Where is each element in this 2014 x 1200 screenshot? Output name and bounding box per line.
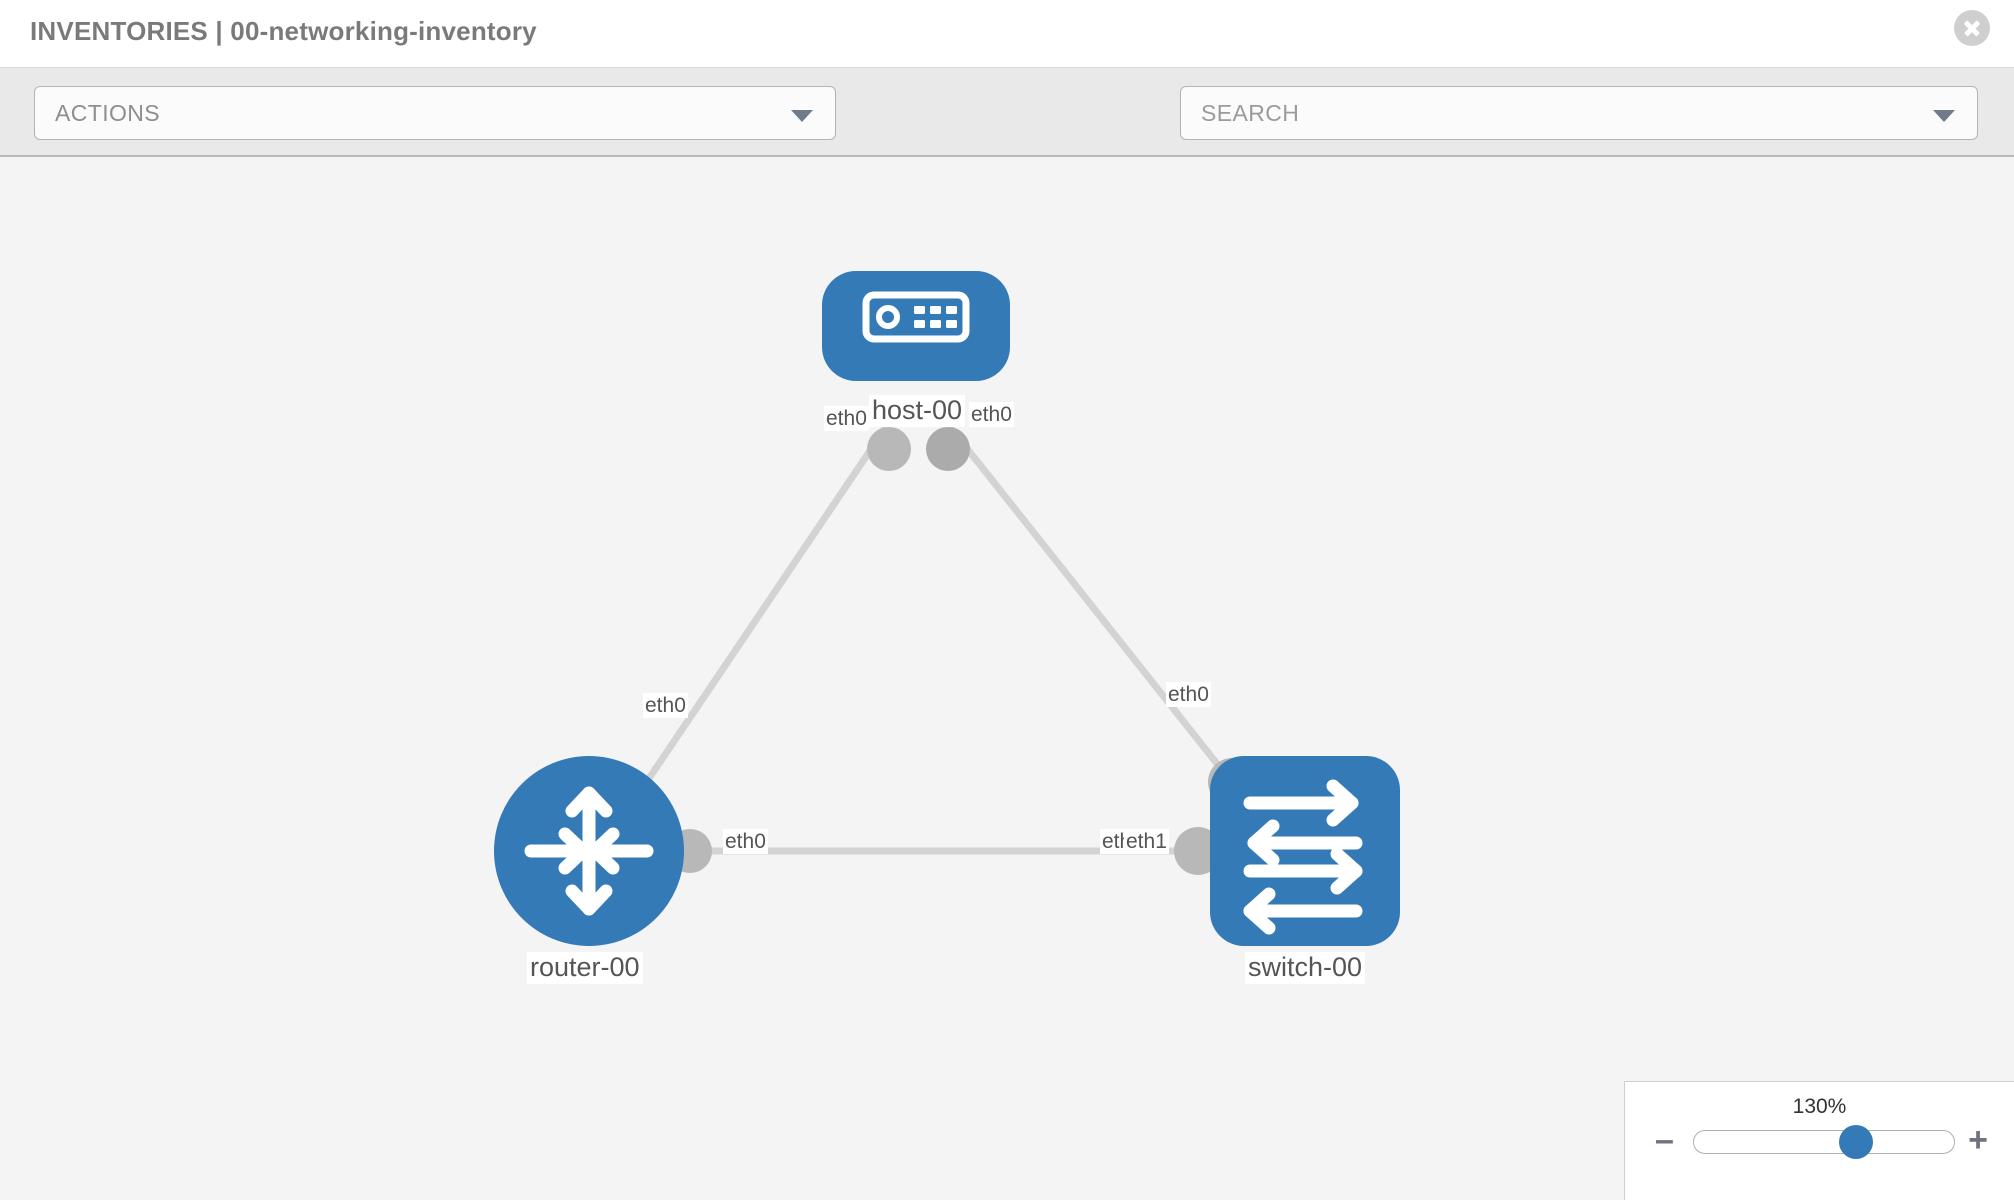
actions-dropdown-label: ACTIONS <box>55 100 161 126</box>
node-label-switch-00[interactable]: switch-00 <box>1245 952 1366 984</box>
iface-label-switch-left[interactable]: eth1 <box>1124 829 1169 855</box>
topology-links <box>622 424 1248 855</box>
node-host-00 <box>822 271 1010 381</box>
topology-connectors <box>668 427 1256 875</box>
node-label-host-00[interactable]: host-00 <box>869 395 966 427</box>
iface-label-router-right[interactable]: eth0 <box>723 829 768 855</box>
iface-label-host-left[interactable]: eth0 <box>824 406 869 432</box>
zoom-control-panel: 130% – + <box>1624 1081 2014 1200</box>
toolbar: ACTIONS SEARCH <box>0 68 2014 201</box>
node-label-router-00[interactable]: router-00 <box>527 952 643 984</box>
iface-label-host-right[interactable]: eth0 <box>969 402 1014 428</box>
page-title: INVENTORIES | 00-networking-inventory <box>30 16 537 46</box>
zoom-slider[interactable] <box>1693 1125 1955 1159</box>
connector-host-left <box>867 427 911 471</box>
page-header: INVENTORIES | 00-networking-inventory <box>0 0 2014 68</box>
chevron-down-icon <box>1933 110 1955 122</box>
zoom-slider-thumb[interactable] <box>1839 1125 1874 1159</box>
link-host-switch <box>947 424 1248 802</box>
link-host-router <box>622 425 889 816</box>
search-input[interactable]: SEARCH <box>1180 86 1978 140</box>
connector-host-right <box>926 427 970 471</box>
search-placeholder: SEARCH <box>1201 100 1300 126</box>
zoom-level-label: 130% <box>1792 1095 1847 1118</box>
iface-label-router-up[interactable]: eth0 <box>643 693 688 719</box>
chevron-down-icon <box>791 110 813 122</box>
zoom-out-button[interactable]: – <box>1655 1121 1674 1159</box>
zoom-in-button[interactable]: + <box>1968 1121 1988 1159</box>
iface-label-switch-up[interactable]: eth0 <box>1166 682 1211 708</box>
topology-svg <box>494 271 1400 946</box>
node-router-00 <box>494 756 684 946</box>
actions-dropdown[interactable]: ACTIONS <box>34 86 836 140</box>
node-switch-00 <box>1210 756 1400 946</box>
topology-canvas[interactable]: host-00 router-00 switch-00 eth0 eth0 et… <box>0 159 2014 1200</box>
close-icon[interactable] <box>1954 10 1990 46</box>
